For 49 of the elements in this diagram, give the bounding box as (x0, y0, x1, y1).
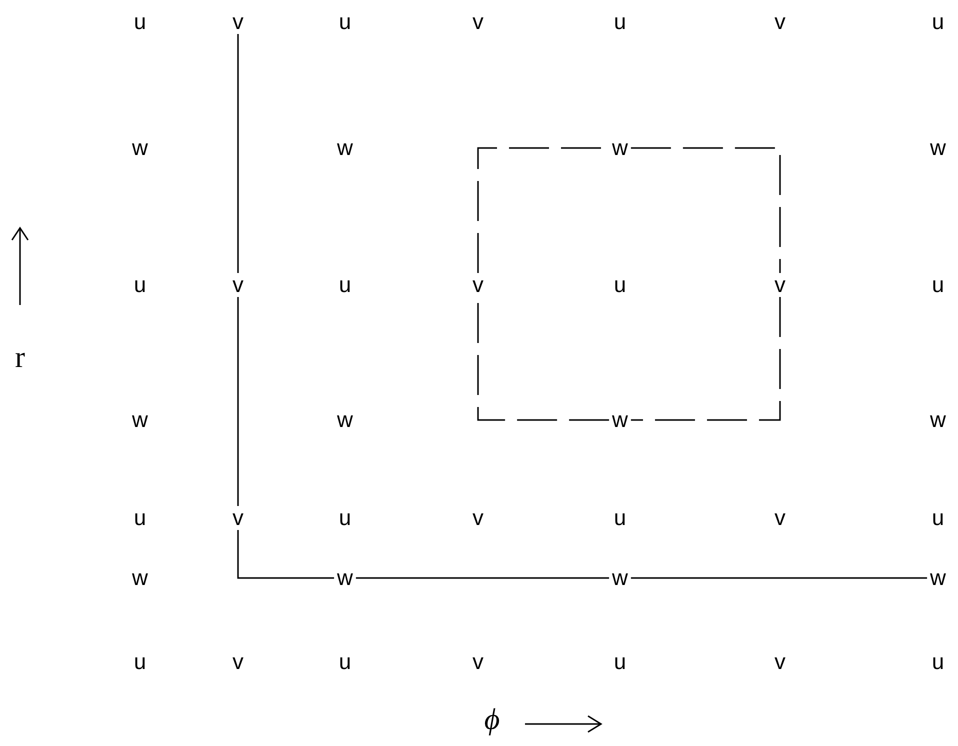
grid-variable: w (927, 136, 949, 160)
grid-variable: u (130, 273, 150, 297)
grid-variable: v (470, 273, 486, 297)
grid-variable: w (334, 566, 356, 590)
grid-variable: u (610, 650, 630, 674)
grid-variable: w (334, 136, 356, 160)
grid-variable: v (230, 273, 246, 297)
grid-variable: w (129, 136, 151, 160)
grid-variable: v (772, 10, 788, 34)
grid-variable: w (129, 408, 151, 432)
grid-variable: u (130, 10, 150, 34)
grid-variable: v (772, 273, 788, 297)
grid-variable: u (610, 273, 630, 297)
grid-variable: v (230, 506, 246, 530)
grid-variable: v (772, 506, 788, 530)
grid-variable: w (927, 566, 949, 590)
axis-label: ϕ (484, 705, 500, 735)
grid-variable: w (609, 408, 631, 432)
grid-variable: u (928, 10, 948, 34)
grid-variable: u (336, 506, 354, 530)
grid-variable: u (610, 506, 630, 530)
grid-variable: v (772, 650, 788, 674)
grid-variable: v (470, 506, 486, 530)
grid-variable: w (609, 136, 631, 160)
grid-variable: u (610, 10, 630, 34)
grid-variable: w (927, 408, 949, 432)
grid-variable: u (928, 650, 948, 674)
grid-line (356, 577, 610, 579)
axis-label: r (15, 343, 25, 373)
grid-variable: v (230, 650, 246, 674)
grid-variable: v (470, 650, 486, 674)
grid-variable: u (336, 10, 354, 34)
grid-variable: u (130, 506, 150, 530)
grid-line (237, 297, 239, 506)
grid-variable: u (928, 273, 948, 297)
grid-variable: w (334, 408, 356, 432)
dashed-line (630, 297, 781, 421)
grid-variable: u (130, 650, 150, 674)
grid-variable: w (129, 566, 151, 590)
grid-line (237, 34, 239, 273)
grid-line (630, 577, 928, 579)
grid-variable: u (336, 650, 354, 674)
grid-variable: u (928, 506, 948, 530)
grid-line (237, 530, 334, 579)
grid-variable: v (470, 10, 486, 34)
grid-variable: u (336, 273, 354, 297)
grid-variable: v (230, 10, 246, 34)
dashed-line (630, 147, 781, 273)
grid-variable: w (609, 566, 631, 590)
